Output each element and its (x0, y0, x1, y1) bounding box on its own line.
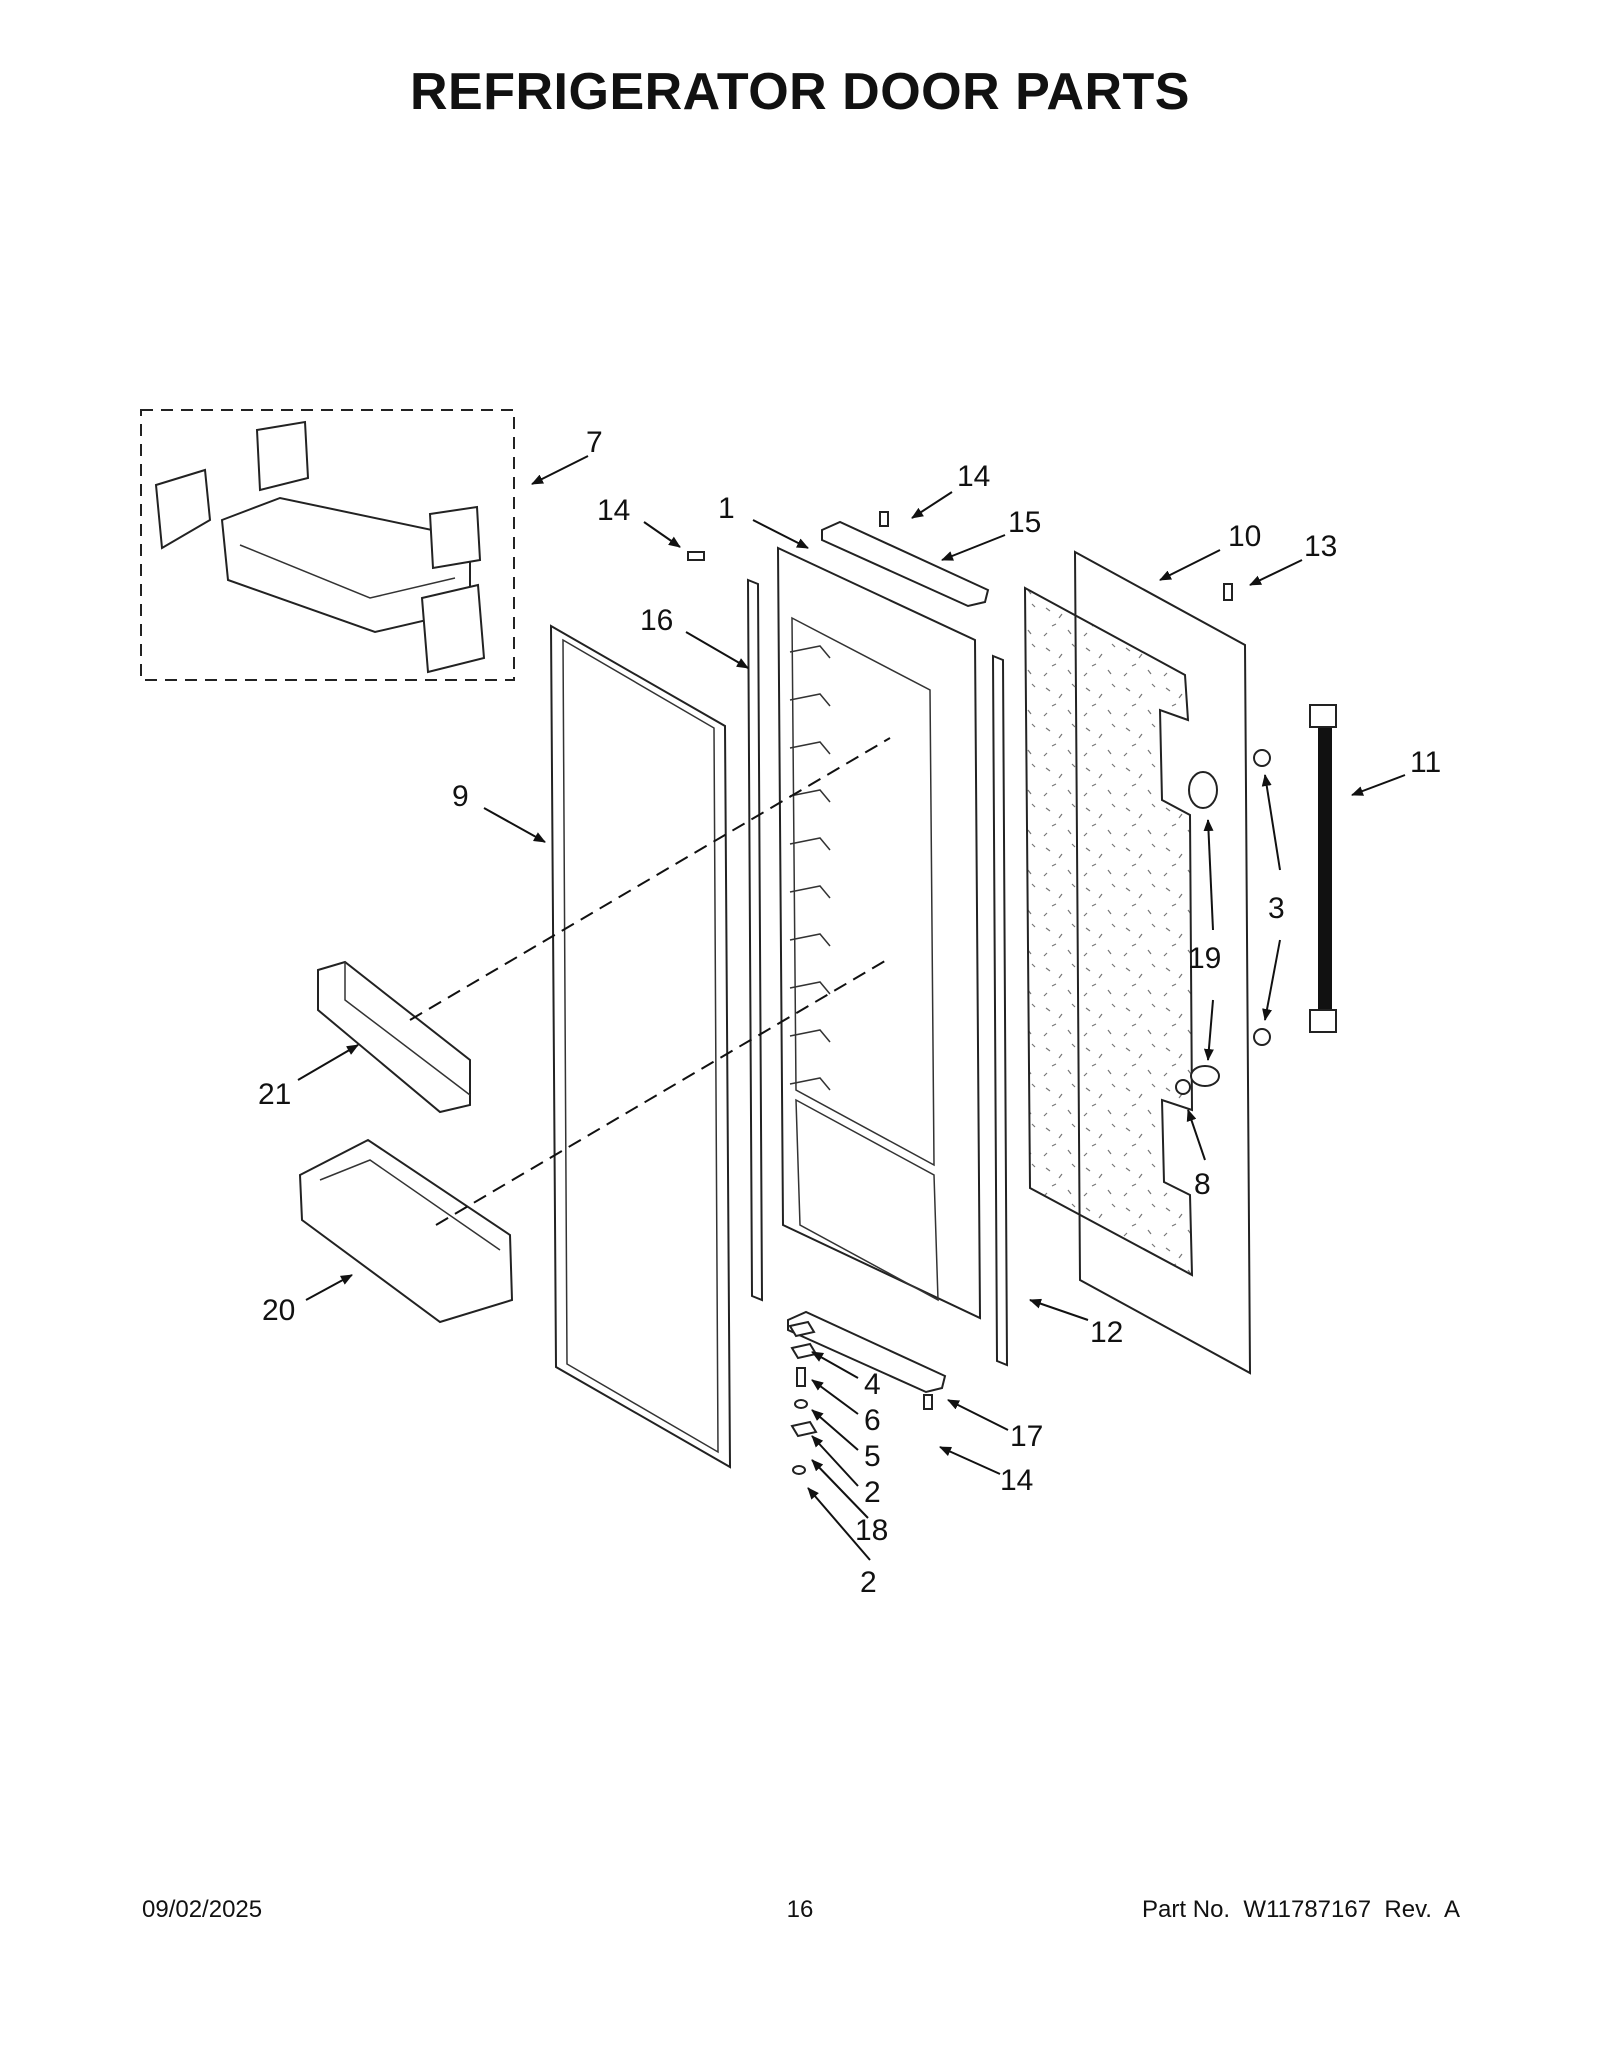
callout-14-bottom: 14 (1000, 1464, 1033, 1497)
callout-18: 18 (855, 1514, 888, 1547)
outer-door-panel-10 (1023, 550, 1252, 1375)
door-handle-11 (1309, 704, 1337, 1033)
callout-12: 12 (1090, 1316, 1123, 1349)
bottom-bracket-17 (787, 1310, 947, 1394)
callout-8: 8 (1194, 1168, 1211, 1201)
bin-lid-top (255, 420, 310, 492)
callout-17: 17 (1010, 1420, 1043, 1453)
callout-labels: 7 14 1 14 15 16 10 13 11 9 3 19 8 12 17 … (258, 426, 1441, 1599)
bin-assembly-group (140, 409, 515, 681)
callout-1: 1 (718, 492, 735, 525)
callout-19: 19 (1188, 942, 1221, 975)
footer-date: 09/02/2025 (142, 1896, 263, 1923)
callout-2-upper: 2 (864, 1476, 881, 1509)
bin-end-cap-left (154, 468, 212, 550)
trim-strip-12 (991, 654, 1009, 1367)
footer-page-number: 16 (786, 1896, 814, 1923)
footer-part-number: Part No. W11787167 Rev. A (1142, 1896, 1460, 1923)
callout-20: 20 (262, 1294, 295, 1327)
door-gasket-9 (549, 624, 732, 1469)
callout-5: 5 (864, 1440, 881, 1473)
door-liner-1 (776, 546, 982, 1320)
leader-lines (297, 455, 1406, 1561)
bin-end-cap-right (420, 583, 486, 674)
callout-14-top: 14 (957, 460, 990, 493)
door-bin-20 (298, 1138, 514, 1324)
dashed-group-box (140, 409, 515, 681)
callout-9: 9 (452, 780, 469, 813)
callout-4: 4 (864, 1368, 881, 1401)
bin-divider (428, 505, 482, 570)
callout-13: 13 (1304, 530, 1337, 563)
door-bin-21 (317, 960, 471, 1114)
callout-2-lower: 2 (860, 1566, 877, 1599)
callout-3: 3 (1268, 892, 1285, 925)
callout-6: 6 (864, 1404, 881, 1437)
trim-strip-16 (746, 578, 764, 1302)
callout-16: 16 (640, 604, 673, 637)
top-bracket-15 (821, 520, 990, 608)
callout-11: 11 (1410, 746, 1441, 779)
callout-14-left: 14 (597, 494, 630, 527)
callout-7: 7 (586, 426, 603, 459)
callout-15: 15 (1008, 506, 1041, 539)
page-title: REFRIGERATOR DOOR PARTS (410, 63, 1190, 121)
callout-10: 10 (1228, 520, 1261, 553)
hardware (687, 511, 1271, 1475)
callout-21: 21 (258, 1078, 291, 1111)
